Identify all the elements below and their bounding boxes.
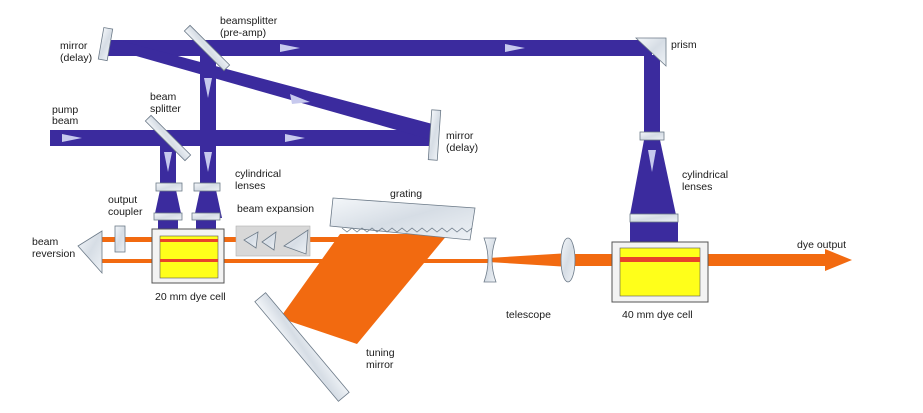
dye-cell-40mm [611, 241, 709, 303]
beam-reversion-prism [77, 230, 103, 275]
pump-beam-splitter [144, 114, 192, 162]
telescope-diverging-lens [483, 237, 497, 283]
beamsplitter-preamp [183, 24, 231, 72]
dye-cell-20mm [151, 228, 225, 284]
label-dye-output: dye output [797, 239, 846, 251]
cylindrical-lens [153, 212, 183, 221]
cylindrical-lens [629, 213, 679, 223]
label-cylindrical-lenses-1: cylindrical lenses [235, 168, 284, 192]
beam-expansion-prisms [235, 225, 311, 257]
delay-mirror-1 [97, 27, 114, 62]
label-prism: prism [671, 39, 697, 51]
telescope-converging-lens [560, 237, 576, 283]
label-tuning-mirror: tuning mirror [366, 347, 398, 371]
label-dye-cell-20: 20 mm dye cell [155, 291, 226, 303]
label-beam-expansion: beam expansion [237, 203, 314, 215]
beam-direction-arrows [62, 44, 656, 172]
label-beam-reversion: beam reversion [32, 236, 75, 260]
expansion-prism [243, 231, 259, 249]
arrow-down-icon [164, 152, 172, 172]
label-beamsplitter-preamp: beamsplitter (pre-amp) [220, 15, 280, 39]
label-dye-cell-40: 40 mm dye cell [622, 309, 693, 321]
arrow-down-right-icon [290, 94, 310, 104]
arrow-down-icon [204, 78, 212, 98]
tuning-mirror [254, 292, 350, 402]
telescope-expanded-beam [488, 253, 570, 267]
right-pump-cone [194, 190, 222, 218]
arrow-down-icon [648, 150, 656, 172]
output-coupler [114, 225, 126, 253]
left-pump-cone [154, 190, 182, 218]
expansion-prism [261, 231, 277, 251]
label-telescope: telescope [506, 309, 551, 321]
label-cylindrical-lenses-2: cylindrical lenses [682, 169, 731, 193]
label-mirror-delay-2: mirror (delay) [446, 130, 478, 154]
delay-mirror-2 [427, 109, 442, 161]
grating [329, 197, 476, 241]
label-mirror-delay-1: mirror (delay) [60, 40, 92, 64]
optics [77, 24, 679, 402]
pump-input-beam [50, 130, 435, 146]
prism [634, 37, 667, 67]
labels: mirror (delay) beamsplitter (pre-amp) pr… [32, 15, 846, 371]
arrow-right-icon [280, 44, 300, 52]
cylindrical-lens [193, 182, 221, 192]
preamp-vertical-beam [200, 40, 216, 185]
label-pump-beam: pump beam [52, 104, 81, 127]
arrow-down-icon [204, 152, 212, 172]
arrow-right-icon [505, 44, 525, 52]
prism-vertical-beam [644, 55, 660, 135]
diagonal-delay-beam [108, 40, 440, 140]
label-output-coupler: output coupler [108, 194, 143, 218]
expansion-prism [283, 229, 309, 255]
label-grating: grating [390, 188, 422, 200]
cylindrical-lens [155, 182, 183, 192]
pump-beams [50, 40, 678, 248]
arrow-right-icon [285, 134, 305, 142]
top-delay-beam [105, 40, 652, 56]
arrow-right-icon [62, 134, 82, 142]
cylindrical-lens [191, 212, 221, 221]
cylindrical-lens [639, 131, 665, 141]
label-beam-splitter: beam splitter [150, 91, 181, 115]
lower-dye-beam [100, 259, 488, 263]
grating-teeth [341, 227, 473, 233]
dye-output-arrowhead [825, 249, 852, 271]
right-pump-cone-large [630, 140, 676, 215]
